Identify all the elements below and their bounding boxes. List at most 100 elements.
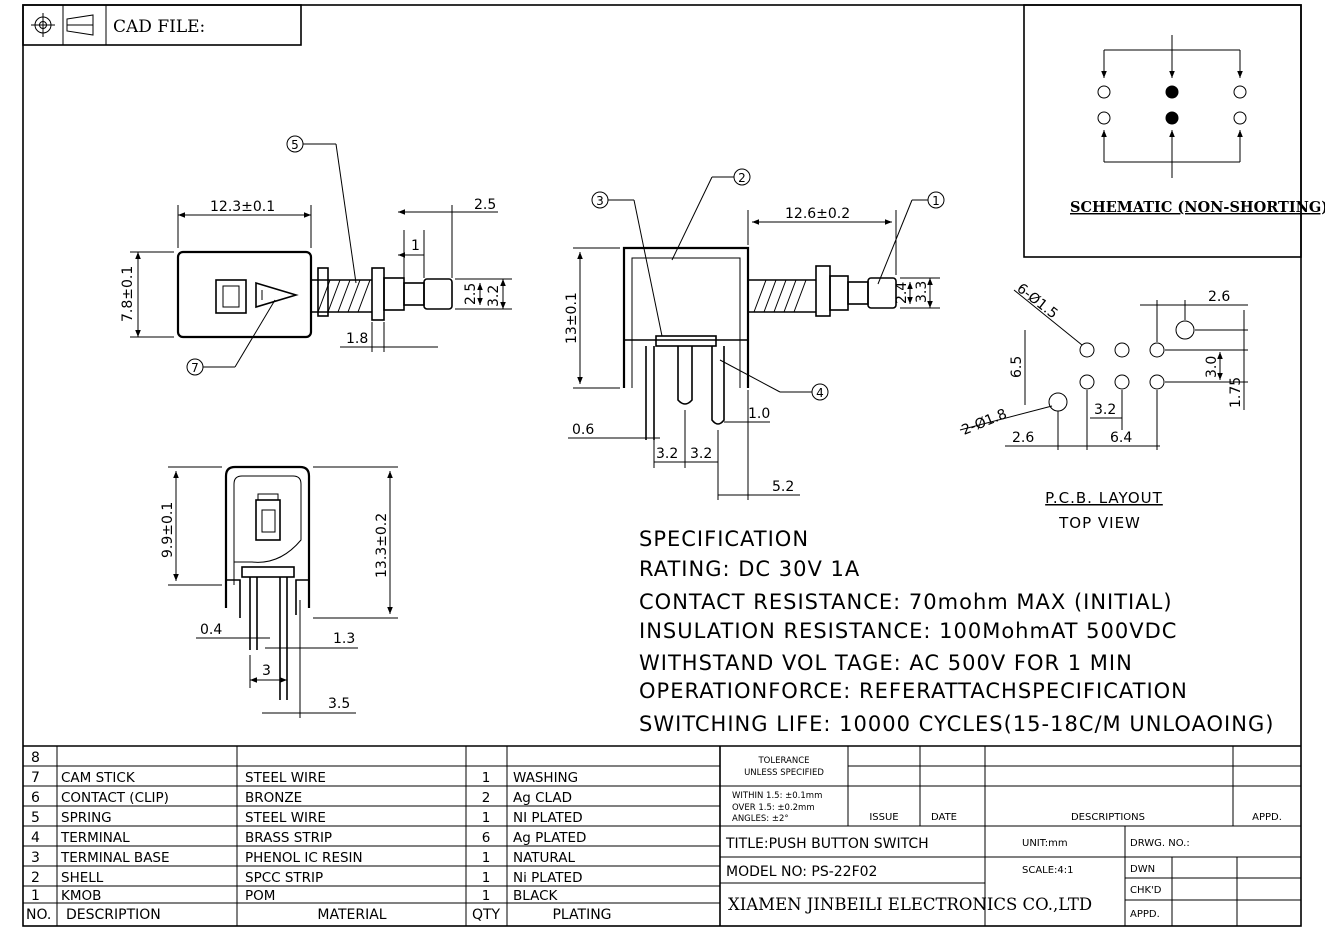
dim-label: 12.3±0.1 <box>210 199 275 215</box>
bom-cell-material: POM <box>245 888 275 904</box>
checked-by-label: CHK'D <box>1130 885 1162 896</box>
pcb-title: P.C.B. LAYOUT <box>1045 489 1163 507</box>
cad-file-label: CAD FILE: <box>113 17 205 37</box>
dim-label: 3.5 <box>328 696 350 712</box>
bom-cell-description: TERMINAL BASE <box>60 850 170 866</box>
callout-marker <box>186 358 204 376</box>
scale-label: SCALE:4:1 <box>1022 865 1074 876</box>
dim-label: 1.75 <box>1228 377 1244 408</box>
callout-number: 4 <box>816 386 824 400</box>
pcb-hole-icon <box>1149 342 1165 358</box>
dim-label: 3.0 <box>1204 356 1220 378</box>
bom-cell-description: SPRING <box>61 810 112 826</box>
bom-cell-qty: 2 <box>482 790 491 806</box>
specification-block: SPECIFICATION RATING: DC 30V 1A CONTACT … <box>639 527 1274 736</box>
dim-label: 1 <box>411 238 420 254</box>
tolerance-line: ANGLES: ±2° <box>732 814 789 824</box>
tolerance-line: OVER 1.5: ±0.2mm <box>732 803 815 813</box>
dim-label: 3.2 <box>690 446 712 462</box>
bom-cell-plating: Ni PLATED <box>513 870 582 886</box>
bom-cell-no: 8 <box>31 750 40 766</box>
drawn-by-label: DWN <box>1130 864 1155 875</box>
pcb-hole-icon <box>1079 342 1095 358</box>
schematic-title: SCHEMATIC (NON-SHORTING) <box>1070 199 1325 216</box>
pcb-hole-icon <box>1114 342 1130 358</box>
schematic-contact-icon <box>1165 111 1179 125</box>
bom-cell-plating: BLACK <box>513 888 559 904</box>
model-number: MODEL NO: PS-22F02 <box>726 864 877 880</box>
bom-cell-plating: NATURAL <box>513 850 575 866</box>
bom-cell-no: 4 <box>31 830 40 846</box>
dim-label: 2.6 <box>1208 289 1230 305</box>
bom-cell-plating: WASHING <box>513 770 578 786</box>
drawing-number-label: DRWG. NO.: <box>1130 838 1190 849</box>
sheet-border <box>22 4 1302 927</box>
bom-cell-no: 6 <box>31 790 40 806</box>
dim-label: 13±0.1 <box>564 292 580 344</box>
pcb-subtitle: TOP VIEW <box>1058 514 1141 532</box>
dim-label: 3.2 <box>656 446 678 462</box>
bom-cell-description: CONTACT (CLIP) <box>61 790 169 806</box>
schematic-contact-icon <box>1233 111 1247 125</box>
drawing-title: TITLE:PUSH BUTTON SWITCH <box>725 836 929 852</box>
schematic-contact-icon <box>1097 111 1111 125</box>
bom-cell-qty: 1 <box>482 888 491 904</box>
dim-label: 3.2 <box>1094 402 1116 418</box>
schematic-contact-icon <box>1097 85 1111 99</box>
dim-label: 7.8±0.1 <box>120 266 136 322</box>
callout-number: 7 <box>191 361 199 375</box>
revision-issue-header: ISSUE <box>869 812 898 823</box>
specification-line: OPERATIONFORCE: REFERATTACHSPECIFICATION <box>639 679 1188 703</box>
pcb-hole-icon <box>1079 374 1095 390</box>
revision-descriptions-header: DESCRIPTIONS <box>1071 812 1145 823</box>
bom-cell-no: 1 <box>31 888 40 904</box>
pcb-hole-icon <box>1048 392 1068 412</box>
tolerance-heading: UNLESS SPECIFIED <box>744 768 824 778</box>
bom-rows: 8 7 CAM STICK STEEL WIRE 1 WASHING 6 CONTACT (C… <box>31 750 586 904</box>
dim-label: 2.5 <box>474 197 496 213</box>
bom-cell-no: 5 <box>31 810 40 826</box>
dim-label: 13.3±0.2 <box>374 513 390 578</box>
bom-cell-description: CAM STICK <box>61 770 136 786</box>
revision-appd-header: APPD. <box>1252 812 1282 823</box>
specification-line: RATING: DC 30V 1A <box>639 557 860 581</box>
specification-line: SWITCHING LIFE: 10000 CYCLES(15-18C/M UN… <box>639 712 1274 736</box>
bom-cell-qty: 6 <box>482 830 491 846</box>
pcb-hole-icon <box>1175 320 1195 340</box>
bom-cell-qty: 1 <box>482 850 491 866</box>
projection-symbol-icon <box>31 13 94 37</box>
bom-cell-material: STEEL WIRE <box>245 810 326 826</box>
bom-cell-description: SHELL <box>61 870 104 886</box>
specification-line: CONTACT RESISTANCE: 70mohm MAX (INITIAL) <box>639 590 1173 614</box>
bom-cell-no: 7 <box>31 770 40 786</box>
dim-label: 2.6 <box>1012 430 1034 446</box>
dim-label: 12.6±0.2 <box>785 206 850 222</box>
end-view-drawing: 9.9±0.1 13.3±0.2 0.4 1.3 3 3.5 <box>160 465 398 718</box>
bom-cell-material: STEEL WIRE <box>245 770 326 786</box>
column-header: NO. <box>26 907 51 923</box>
column-header: MATERIAL <box>317 907 386 923</box>
bom-cell-description: KMOB <box>61 888 101 904</box>
dim-label: 6.5 <box>1009 356 1025 378</box>
bom-cell-description: TERMINAL <box>60 830 130 846</box>
column-header: QTY <box>472 907 501 923</box>
dim-label: 6.4 <box>1110 430 1132 446</box>
bom-cell-no: 3 <box>31 850 40 866</box>
dim-label: 3.3 <box>914 281 930 303</box>
dim-label: 2.4 <box>894 282 910 304</box>
bom-table <box>23 745 1301 926</box>
bom-cell-plating: Ag PLATED <box>513 830 586 846</box>
dim-label: 3.2 <box>486 285 502 307</box>
dim-label: 0.6 <box>572 422 594 438</box>
bom-cell-plating: NI PLATED <box>513 810 583 826</box>
callout-marker <box>927 191 945 209</box>
approved-by-label: APPD. <box>1130 909 1160 920</box>
specification-line: INSULATION RESISTANCE: 100MohmAT 500VDC <box>639 619 1177 643</box>
revision-date-header: DATE <box>931 812 957 823</box>
callout-marker <box>591 191 609 209</box>
callout-number: 1 <box>932 194 940 208</box>
specification-line: WITHSTAND VOL TAGE: AC 500V FOR 1 MIN <box>639 651 1133 675</box>
dim-label: 2.5 <box>463 283 479 305</box>
callout-marker <box>286 135 304 153</box>
